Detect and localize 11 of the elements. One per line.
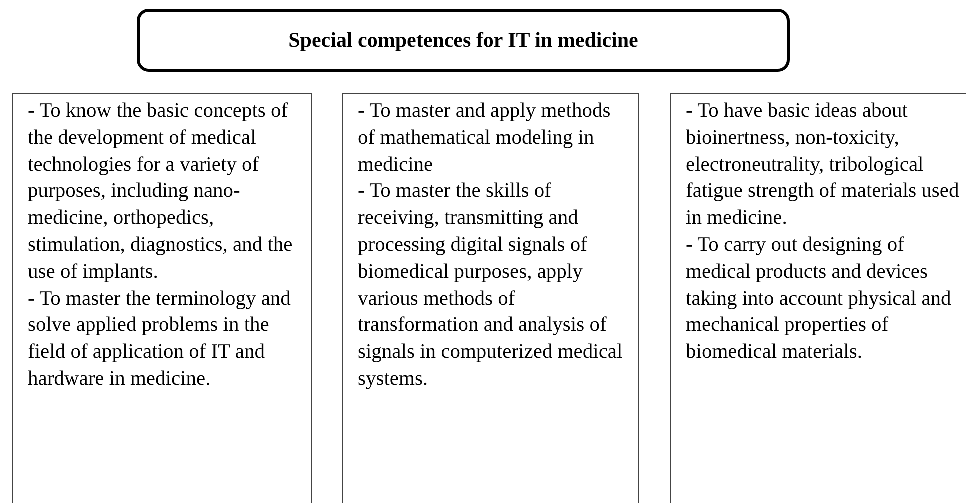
competence-box — [342, 93, 639, 503]
competence-text: - To master and apply methods of mathematical modeling in medicine — [358, 99, 612, 178]
title-text: Special competences for IT in medicine — [288, 28, 638, 53]
competence-text: - To master the skills of receiving, transmitting and processing digital signals of biomedical purposes, apply various methods of transformation and analysis of signals in computerized medical systems. — [358, 179, 624, 392]
competence-text: - To carry out designing of medical products and devices taking into account physical and mechanical properties of biomedical materials. — [686, 232, 952, 366]
competence-text: - To have basic ideas about bioinertness, non-toxicity, electroneutrality, tribological fatigue strength of materials used in medicine. — [686, 99, 960, 232]
competence-text: - To master the terminology and solve applied problems in the field of application of IT and hardware in medicine. — [28, 286, 292, 392]
competence-box — [670, 93, 966, 503]
competence-text: - To know the basic concepts of the development of medical technologies for a variety of purposes, including nano-medicine, orthopedics, stimulation, diagnostics, and the use of implants. — [28, 99, 294, 285]
title-box — [137, 9, 790, 72]
competence-box — [12, 93, 312, 503]
